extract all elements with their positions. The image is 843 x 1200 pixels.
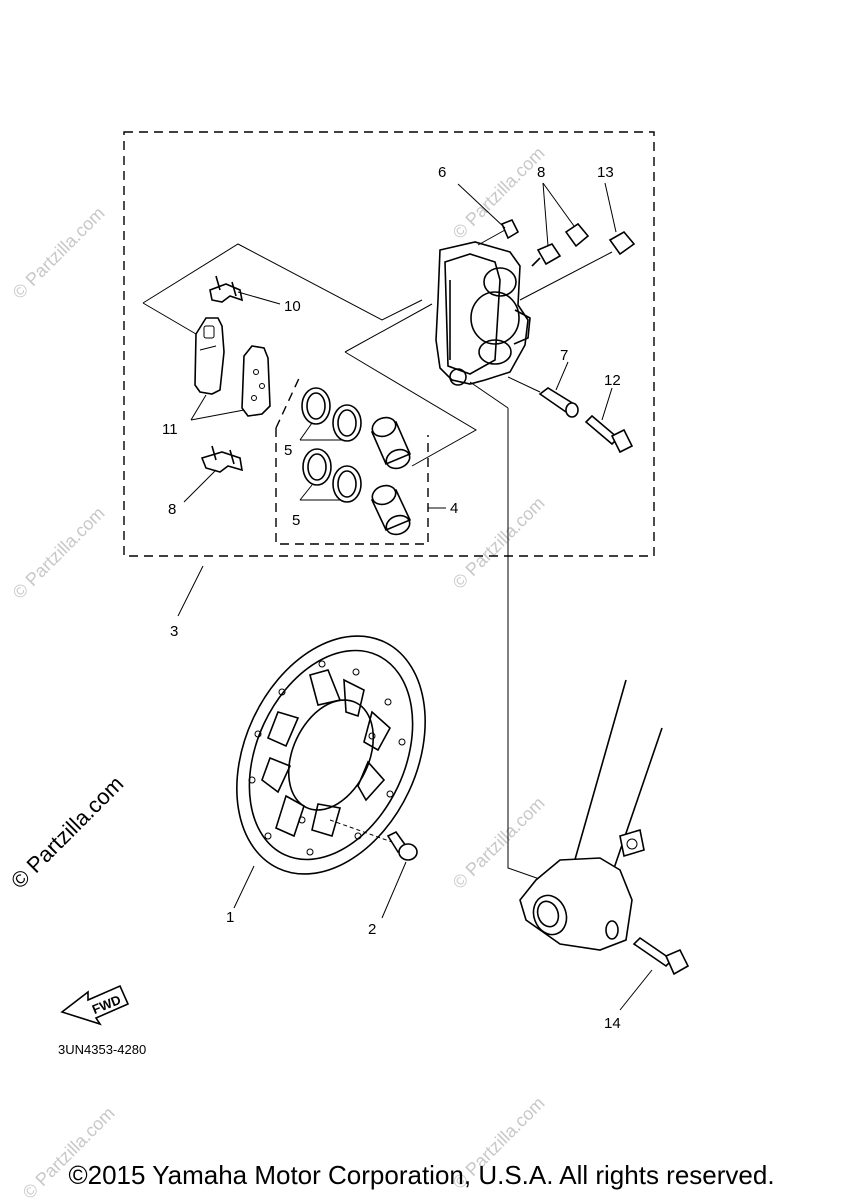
caliper-bolt (584, 414, 634, 454)
pistons (370, 416, 412, 536)
front-fork (519, 679, 663, 951)
leader-lines (177, 182, 617, 617)
callout-7: 7 (560, 347, 568, 364)
callout-4: 4 (450, 500, 458, 517)
callout-5b: 5 (292, 512, 300, 529)
callout-5a: 5 (284, 442, 292, 459)
watermark-text: © Partzilla.com (9, 203, 109, 303)
callout-10: 10 (284, 298, 301, 315)
caliper-assembly-border (123, 131, 655, 557)
seal-group-outline (344, 303, 477, 467)
callout-9: 8 (168, 501, 176, 518)
caliper-boot-cap (608, 230, 636, 256)
callout-14: 14 (604, 1015, 621, 1032)
caliper-body (435, 241, 531, 386)
bleed-screw-assembly (531, 222, 590, 267)
caliper-to-fork-leader (507, 408, 549, 883)
callout-3: 3 (170, 623, 178, 640)
slide-pin (538, 387, 579, 418)
brake-pad-left (194, 317, 225, 395)
copyright-footer: ©2015 Yamaha Motor Corporation, U.S.A. A… (68, 1160, 775, 1190)
part-callouts: 6 8 13 10 7 12 11 5 5 4 8 3 1 2 14 (162, 164, 621, 1032)
watermark-main: © Partzilla.com (6, 771, 129, 894)
piston-seals (301, 387, 362, 503)
fwd-arrow-icon: FWD (60, 984, 130, 1026)
disc-holes (248, 660, 406, 856)
seal-kit-border (275, 373, 429, 545)
pad-spring-lower (200, 445, 243, 473)
bleed-screw-cap (500, 218, 520, 240)
callout-13: 13 (597, 164, 614, 181)
brake-disc (236, 635, 426, 875)
callout-6: 6 (438, 164, 446, 181)
disc-bolt (329, 819, 418, 919)
callout-1: 1 (226, 909, 234, 926)
watermark-text: © Partzilla.com (449, 793, 549, 893)
callout-11: 11 (162, 421, 178, 438)
brake-pad-right (241, 345, 271, 417)
watermark-text: © Partzilla.com (449, 143, 549, 243)
diagram-code: 3UN4353-4280 (58, 1042, 146, 1057)
callout-8: 8 (537, 164, 545, 181)
callout-12: 12 (604, 372, 621, 389)
watermark-text: © Partzilla.com (9, 503, 109, 603)
disc-leader (233, 865, 255, 909)
fork-bolt (619, 936, 690, 1011)
callout-2: 2 (368, 921, 376, 938)
pad-group-outline (142, 243, 423, 335)
pad-spring-upper (209, 275, 244, 303)
watermark-text: © Partzilla.com (449, 493, 549, 593)
